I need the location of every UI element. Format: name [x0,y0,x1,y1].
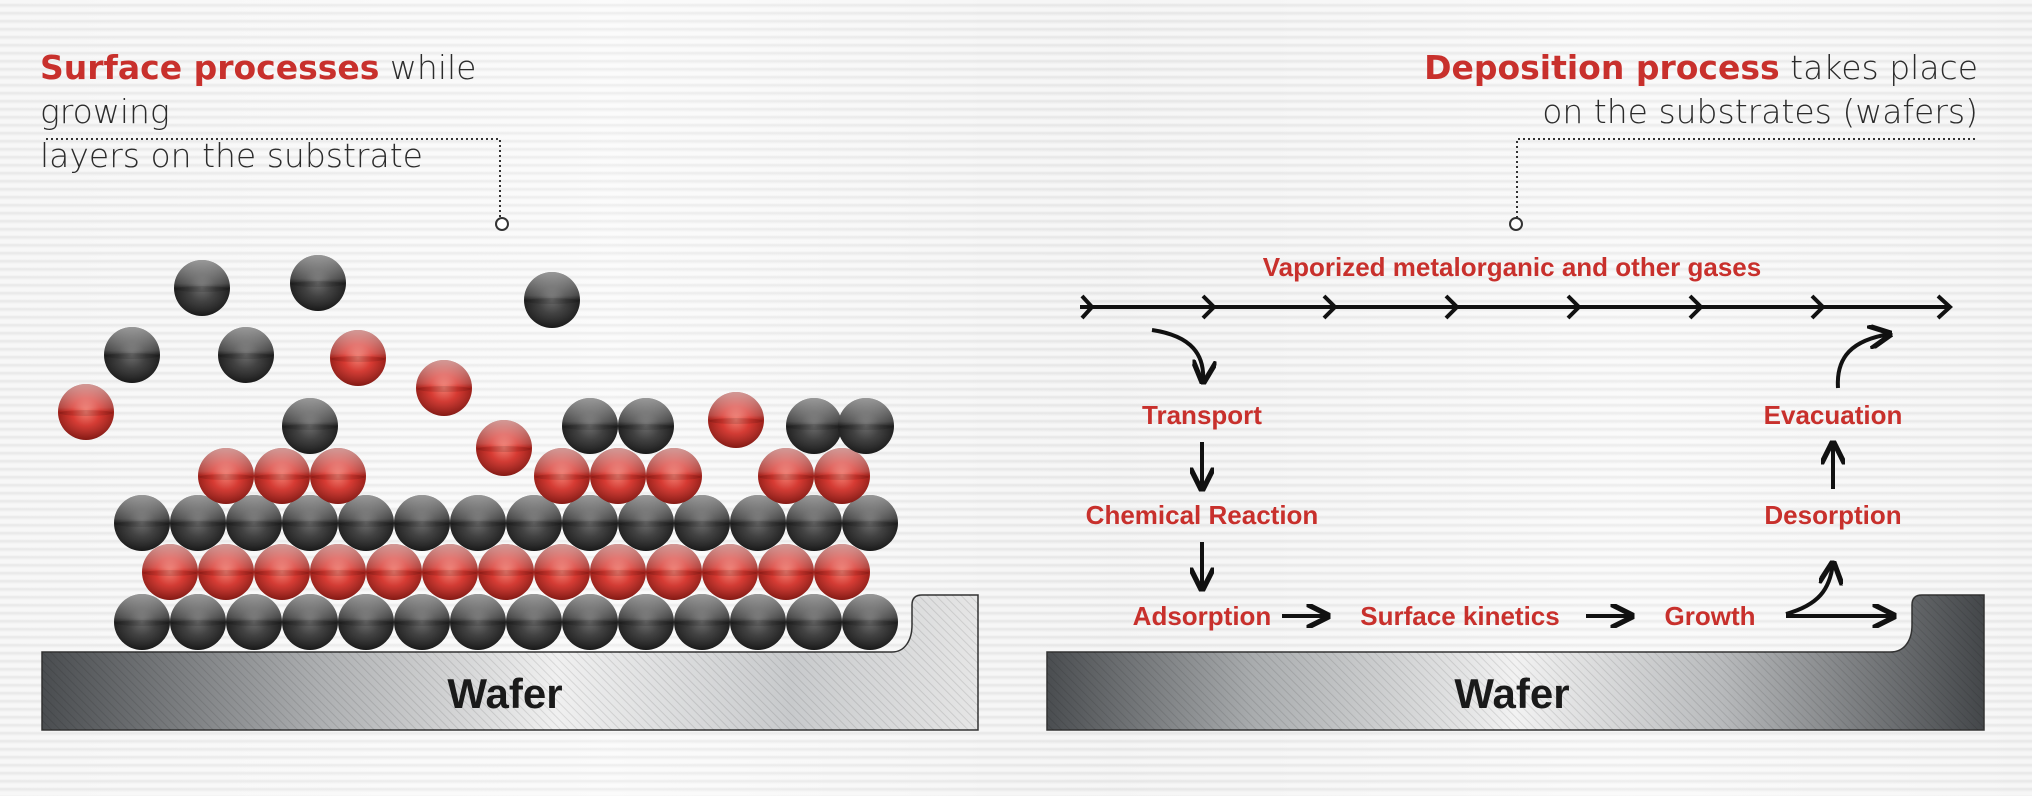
red-atom [534,544,590,600]
right-caption-line2: on the substrates (wafers) [1542,92,1978,131]
dark-atom [562,594,618,650]
dark-atom [562,495,618,551]
dark-atom [618,398,674,454]
red-atom [254,544,310,600]
red-atom [758,544,814,600]
dark-atom [674,594,730,650]
dark-atom-floating [104,327,160,383]
dark-atom [338,495,394,551]
right-wafer: Wafer [1046,594,1985,731]
left-caption-line2: layers on the substrate [40,136,423,175]
left-wafer-label: Wafer [447,670,562,717]
right-wafer-label: Wafer [1454,670,1569,717]
dark-atom [170,495,226,551]
red-atom [646,448,702,504]
gas-flow-arrow [1080,294,1953,320]
step-desorption: Desorption [1764,500,1901,530]
red-atom-floating [476,420,532,476]
dark-atom [730,594,786,650]
dark-atom [842,495,898,551]
dark-atom [170,594,226,650]
dark-atom [282,398,338,454]
left-caption-highlight: Surface processes [40,48,380,87]
step-evacuation: Evacuation [1764,400,1903,430]
dark-atom [786,495,842,551]
atom-cluster [58,255,898,650]
dark-atom [450,495,506,551]
dark-atom [450,594,506,650]
red-atom [254,448,310,504]
dark-atom [786,398,842,454]
step-surface-kinetics: Surface kinetics [1360,601,1559,631]
dark-atom [282,594,338,650]
red-atom [198,448,254,504]
red-atom [478,544,534,600]
step-transport: Transport [1142,400,1262,430]
red-atom [310,544,366,600]
right-caption: Deposition process takes place on the sub… [1418,46,1978,134]
dark-atom [674,495,730,551]
dark-atom [394,495,450,551]
right-caption-rest: takes place [1779,48,1978,87]
dark-atom [786,594,842,650]
left-wafer: Wafer [41,594,979,731]
red-atom [310,448,366,504]
arrow-gas-to-transport [1151,328,1203,382]
dark-atom [226,495,282,551]
dark-atom [618,495,674,551]
gas-flow-label: Vaporized metalorganic and other gases [1263,252,1761,282]
red-atom [646,544,702,600]
dark-atom [506,594,562,650]
dark-atom [838,398,894,454]
left-caption-rest: while growing [40,48,477,131]
right-caption-highlight: Deposition process [1424,48,1780,87]
red-atom [198,544,254,600]
arrow-evacuation-to-gas [1835,334,1890,389]
arrow-growth-to-desorption [1785,563,1833,616]
red-atom-floating [416,360,472,416]
dark-atom [618,594,674,650]
dark-atom-floating [174,260,230,316]
dark-atom-floating [524,272,580,328]
red-atom [758,448,814,504]
red-atom [590,448,646,504]
red-atom [814,544,870,600]
step-adsorption: Adsorption [1133,601,1272,631]
dark-atom [730,495,786,551]
red-atom-floating [330,330,386,386]
dark-atom [282,495,338,551]
dark-atom [226,594,282,650]
dark-atom [842,594,898,650]
red-atom [814,448,870,504]
red-atom [534,448,590,504]
red-atom [366,544,422,600]
red-atom-floating [58,384,114,440]
dark-atom-floating [290,255,346,311]
dark-atom [114,594,170,650]
dark-atom-floating [218,327,274,383]
dark-atom [562,398,618,454]
red-atom [702,544,758,600]
dark-atom [114,495,170,551]
process-arrows [1151,328,1894,616]
right-leader-line [1509,138,1975,231]
left-caption: Surface processes while growing layers on… [40,46,600,178]
red-atom-floating [708,392,764,448]
step-growth: Growth [1665,601,1756,631]
red-atom [422,544,478,600]
left-leader-line [46,138,509,231]
step-chemical-reaction: Chemical Reaction [1086,500,1319,530]
dark-atom [338,594,394,650]
dark-atom [506,495,562,551]
dark-atom [394,594,450,650]
red-atom [142,544,198,600]
red-atom [590,544,646,600]
